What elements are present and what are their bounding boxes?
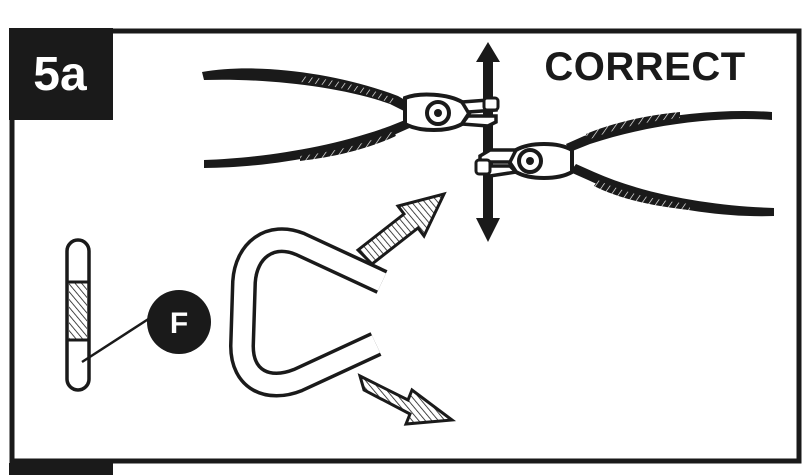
step-badge: 5a (9, 28, 113, 120)
correct-label: CORRECT (544, 45, 745, 89)
part-callout-badge: F (147, 290, 211, 354)
upper-pliers-icon (202, 68, 500, 168)
hatched-pin-icon (65, 238, 91, 392)
next-panel-edge (9, 463, 113, 475)
step-number: 5a (33, 48, 87, 101)
retaining-ring-icon (229, 227, 388, 398)
panel-frame (9, 28, 802, 464)
upper-right-arrow-icon (355, 191, 447, 266)
part-callout-letter: F (170, 307, 188, 340)
lower-right-arrow-icon (357, 373, 457, 426)
callout-leader-line (81, 316, 151, 364)
lower-pliers-icon (474, 111, 774, 217)
